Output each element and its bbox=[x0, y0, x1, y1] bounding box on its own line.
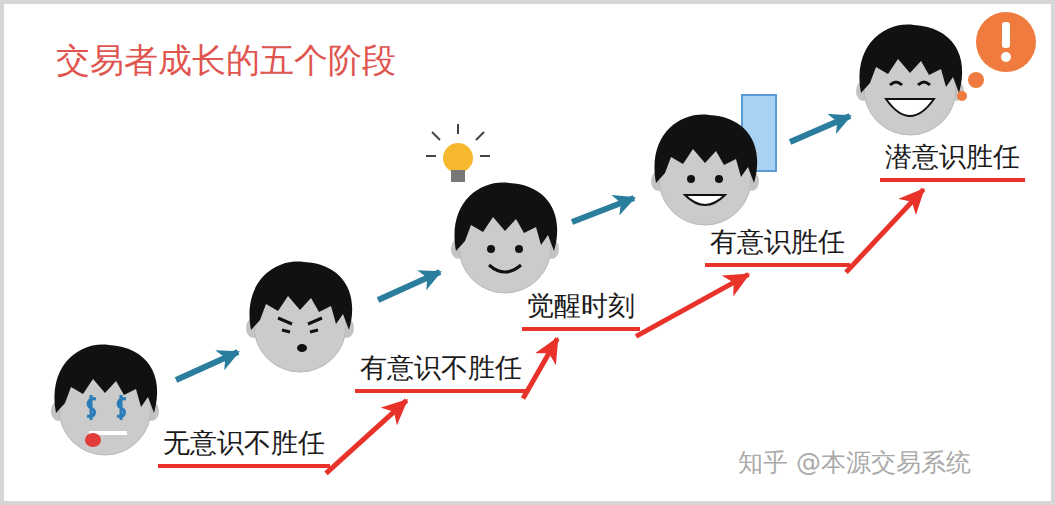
face-figure bbox=[856, 25, 964, 135]
stage-text: 觉醒时刻 bbox=[527, 290, 635, 321]
growth-arrow bbox=[636, 274, 749, 336]
stage-label: 觉醒时刻 bbox=[522, 290, 640, 331]
face-figure bbox=[51, 345, 159, 455]
lightbulb-icon bbox=[426, 124, 490, 182]
progress-arrows bbox=[176, 116, 850, 380]
stage-text: 潜意识胜任 bbox=[885, 141, 1020, 172]
face-figure bbox=[451, 183, 559, 293]
stage-text: 有意识不胜任 bbox=[360, 352, 522, 383]
growth-arrow bbox=[523, 338, 557, 398]
face-figure bbox=[651, 115, 759, 225]
growth-arrow bbox=[326, 400, 407, 473]
stage-label: 有意识不胜任 bbox=[355, 352, 527, 393]
thought-bubble bbox=[957, 12, 1036, 101]
stage-label: 无意识不胜任 bbox=[158, 427, 330, 468]
growth-arrow bbox=[846, 189, 924, 272]
face-figure bbox=[246, 262, 354, 372]
stage-label: 潜意识胜任 bbox=[880, 141, 1025, 182]
stage-text: 无意识不胜任 bbox=[163, 427, 325, 458]
stage-label: 有意识胜任 bbox=[705, 226, 850, 267]
stage-text: 有意识胜任 bbox=[710, 226, 845, 257]
watermark: 知乎 @本源交易系统 bbox=[738, 448, 971, 478]
diagram-title: 交易者成长的五个阶段 bbox=[56, 40, 396, 81]
